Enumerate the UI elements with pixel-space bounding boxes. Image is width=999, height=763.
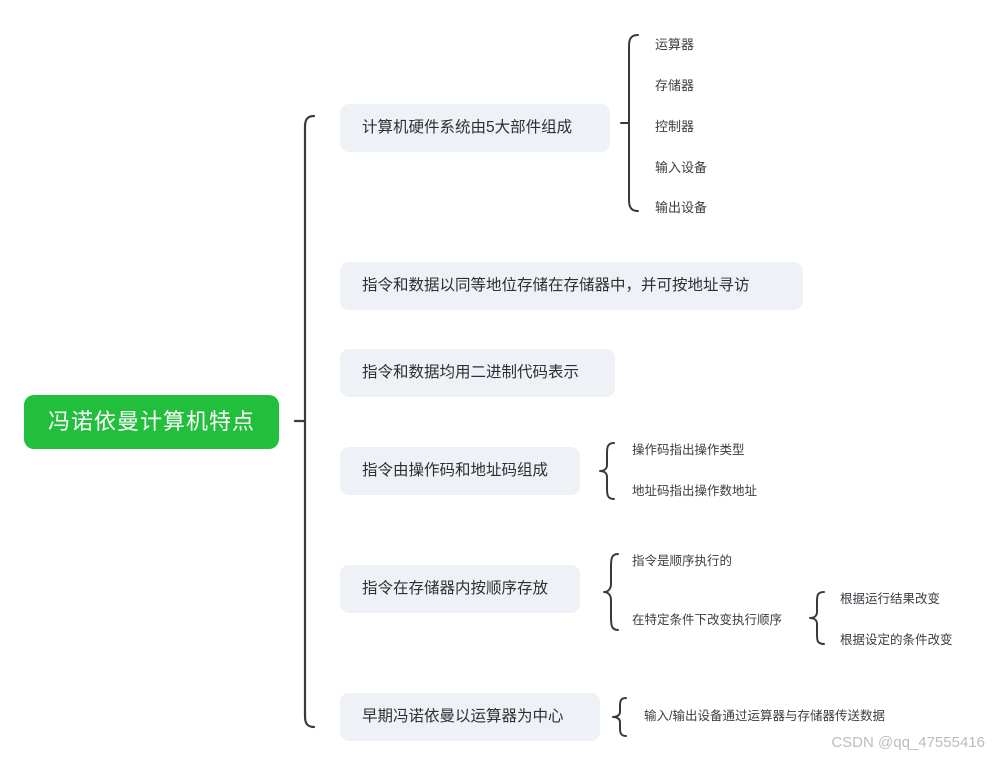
branch-node-4-label: 指令由操作码和地址码组成 (362, 462, 549, 480)
branch-6-brace-icon (612, 697, 627, 737)
root-node[interactable]: 冯诺依曼计算机特点 (24, 395, 279, 449)
leaf-1-2[interactable]: 存储器 (655, 78, 695, 93)
branch-node-6-label: 早期冯诺依曼以运算器为中心 (362, 708, 564, 726)
watermark: CSDN @qq_47555416 (831, 734, 985, 751)
branch-node-3-label: 指令和数据均用二进制代码表示 (362, 364, 580, 382)
branch-5-2-brace-icon (809, 591, 825, 645)
leaf-1-4[interactable]: 输入设备 (655, 160, 708, 175)
branch-node-3[interactable]: 指令和数据均用二进制代码表示 (340, 349, 615, 397)
branch-node-5-label: 指令在存储器内按顺序存放 (362, 580, 549, 598)
leaf-5-2-2[interactable]: 根据设定的条件改变 (840, 633, 953, 647)
branch-5-brace-icon (603, 553, 619, 631)
branch-node-1-label: 计算机硬件系统由5大部件组成 (362, 119, 573, 137)
branch-node-4[interactable]: 指令由操作码和地址码组成 (340, 447, 580, 495)
branch-4-brace-icon (599, 442, 615, 500)
leaf-1-1[interactable]: 运算器 (655, 37, 695, 52)
leaf-5-2[interactable]: 在特定条件下改变执行顺序 (632, 613, 783, 627)
leaf-5-1[interactable]: 指令是顺序执行的 (632, 554, 733, 568)
branch-node-6[interactable]: 早期冯诺依曼以运算器为中心 (340, 693, 600, 741)
branch-node-2[interactable]: 指令和数据以同等地位存储在存储器中，并可按地址寻访 (340, 262, 803, 310)
branch-1-bracket-icon (620, 34, 639, 212)
leaf-4-2[interactable]: 地址码指出操作数地址 (632, 484, 758, 498)
leaf-1-5[interactable]: 输出设备 (655, 200, 708, 215)
branch-node-1[interactable]: 计算机硬件系统由5大部件组成 (340, 104, 610, 152)
branch-node-5[interactable]: 指令在存储器内按顺序存放 (340, 565, 580, 613)
leaf-5-2-1[interactable]: 根据运行结果改变 (840, 592, 941, 606)
leaf-1-3[interactable]: 控制器 (655, 119, 695, 134)
leaf-6-1[interactable]: 输入/输出设备通过运算器与存储器传送数据 (644, 709, 885, 723)
root-bracket-icon (293, 114, 316, 729)
root-node-label: 冯诺依曼计算机特点 (47, 409, 255, 434)
branch-node-2-label: 指令和数据以同等地位存储在存储器中，并可按地址寻访 (362, 277, 750, 295)
leaf-4-1[interactable]: 操作码指出操作类型 (632, 443, 745, 457)
